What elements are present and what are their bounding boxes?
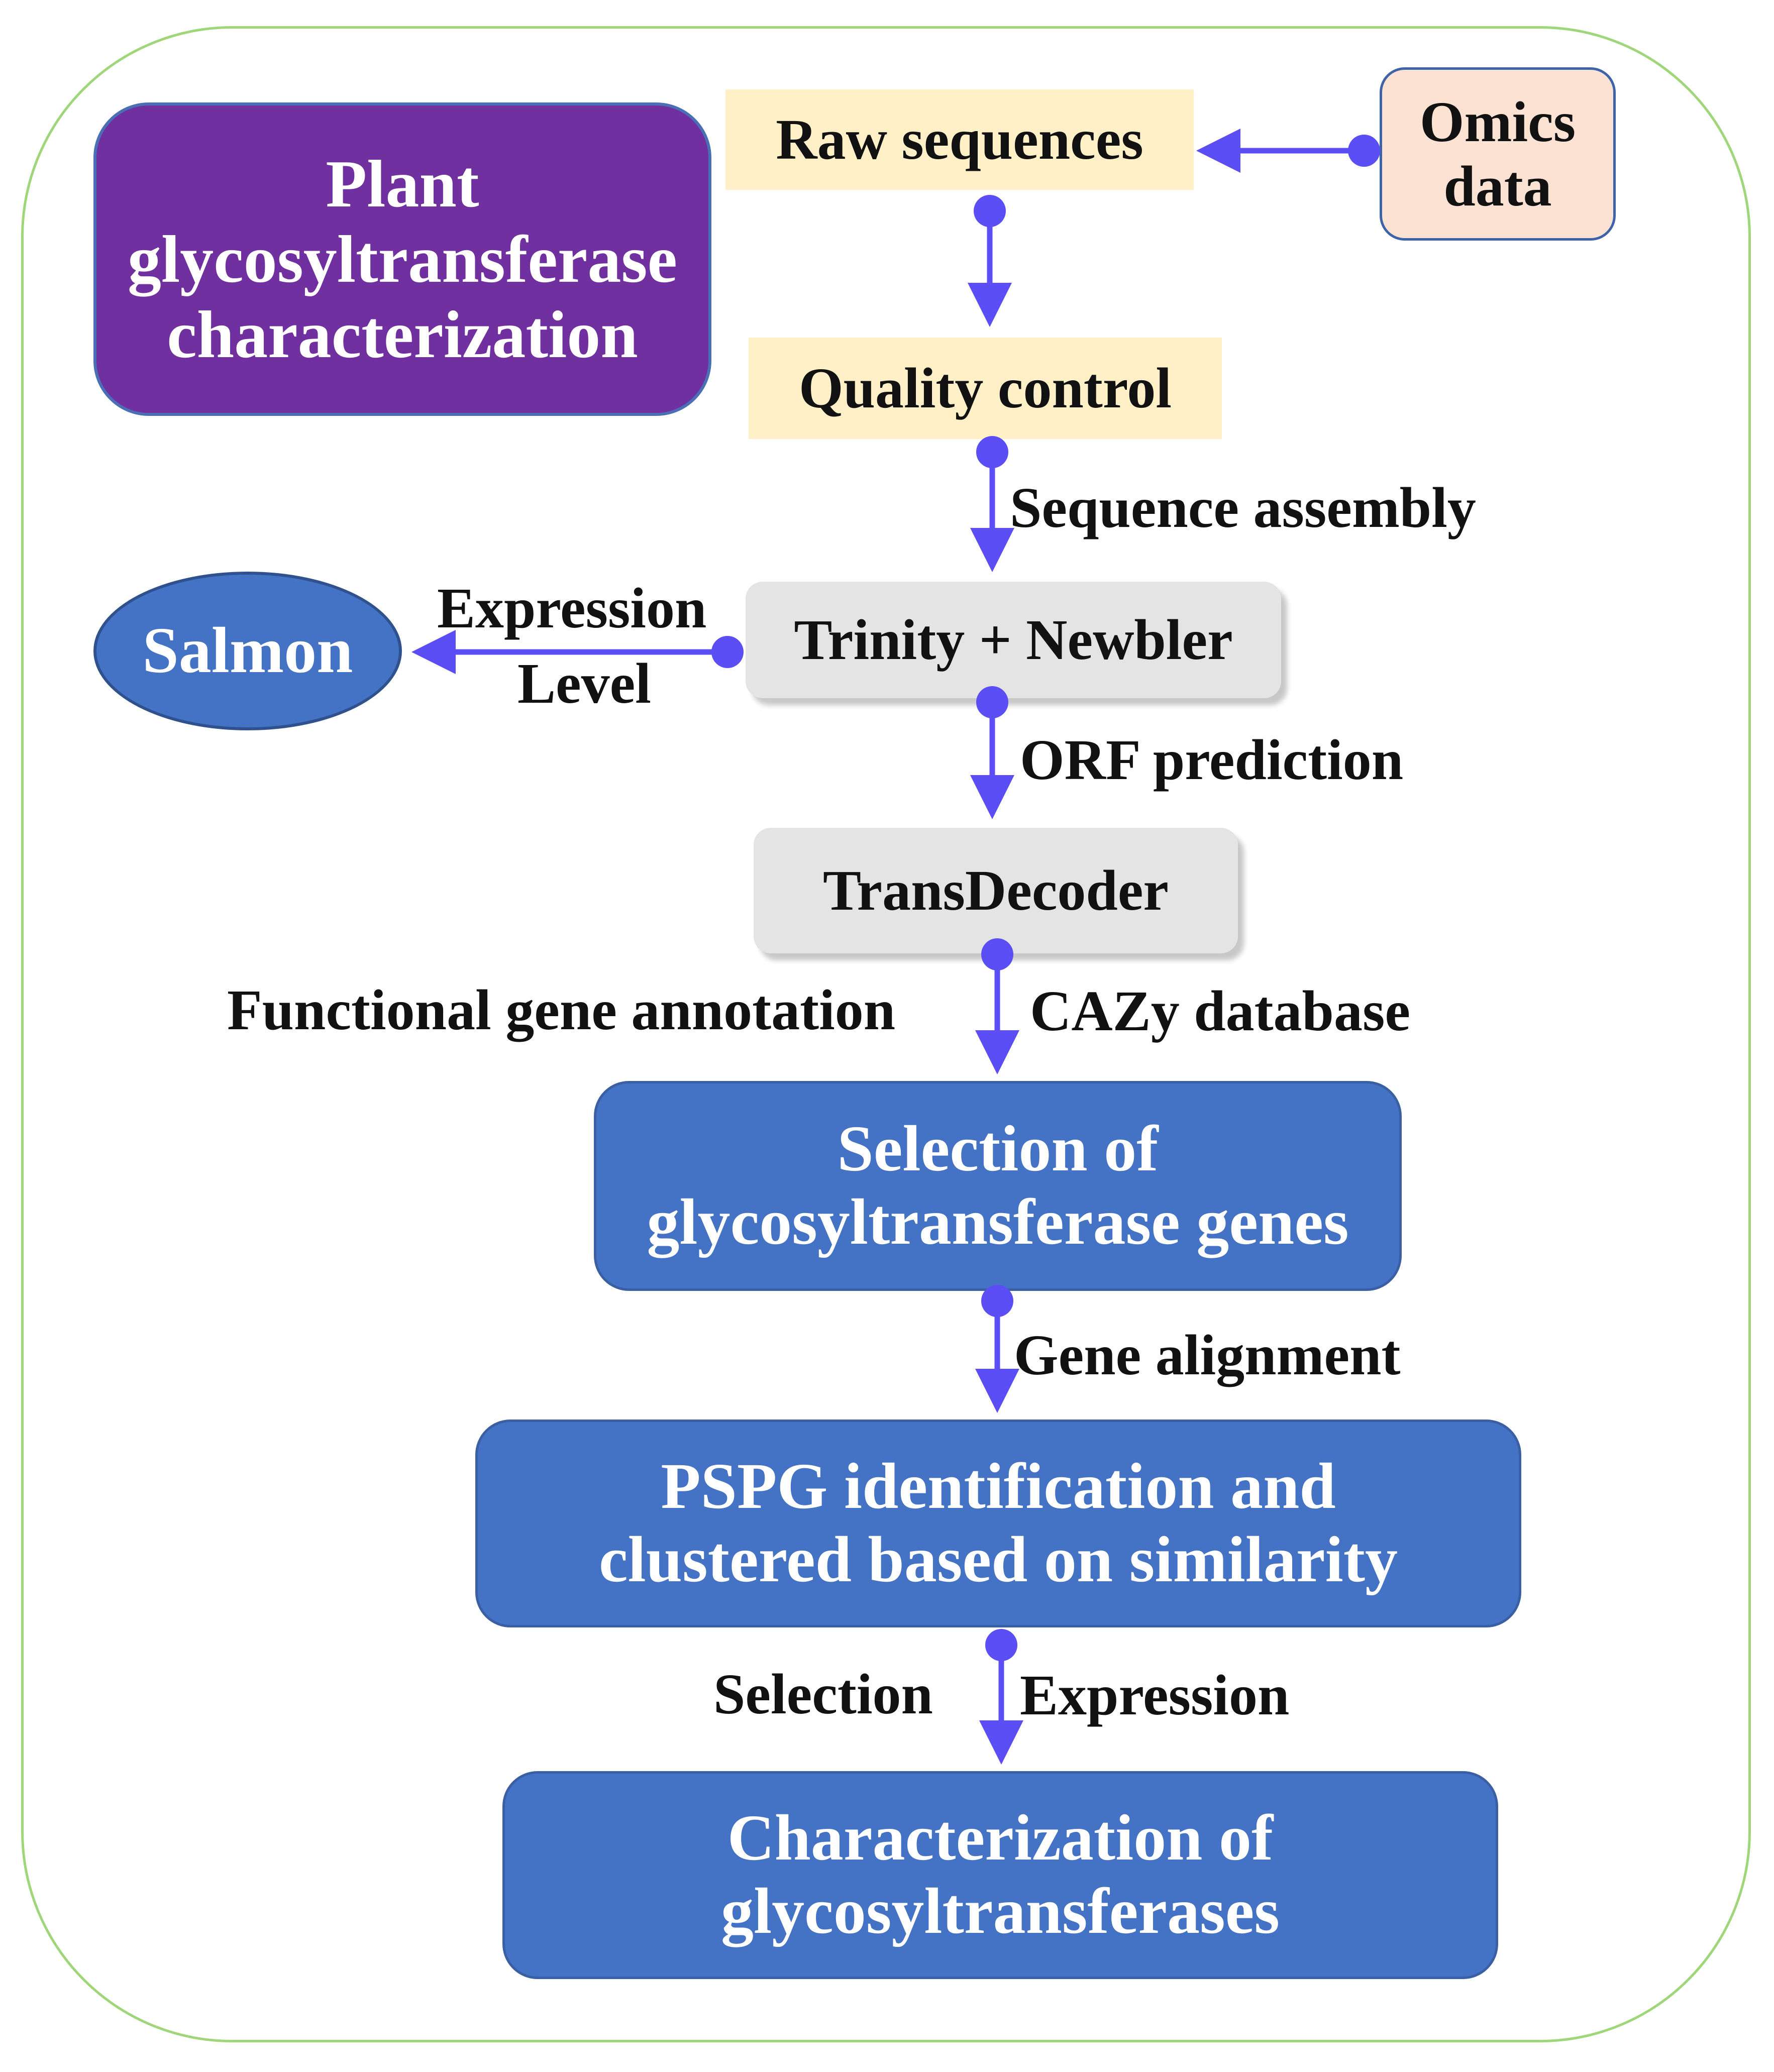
arrow-trinity-to-salmon-dot <box>711 636 744 668</box>
selection-genes-line-1: Selection of <box>837 1113 1159 1185</box>
edge-label-orf-prediction: ORF prediction <box>1020 728 1404 792</box>
arrow-selection-to-pspg-dot <box>981 1285 1013 1317</box>
salmon-label: Salmon <box>142 614 353 687</box>
raw-sequences-label: Raw sequences <box>776 107 1143 172</box>
title-line-1: Plant <box>326 146 479 221</box>
pspg-line-2: clustered based on similarity <box>598 1523 1398 1596</box>
edge-label-sequence-assembly: Sequence assembly <box>1010 476 1476 539</box>
pspg-node: PSPG identification and clustered based … <box>475 1420 1521 1627</box>
characterization-line-2: glycosyltransferases <box>721 1875 1280 1947</box>
edge-label-gene-alignment: Gene alignment <box>1014 1323 1401 1387</box>
arrow-pspg-to-characterization-dot <box>985 1629 1017 1661</box>
arrow-omics-to-raw-dot <box>1348 135 1380 167</box>
outer-frame <box>21 26 1751 2042</box>
title-line-2: glycosyltransferase <box>127 222 678 296</box>
edge-label-selection: Selection <box>713 1662 933 1726</box>
transdecoder-node: TransDecoder <box>754 828 1238 953</box>
edge-label-cazy-database: CAZy database <box>1030 979 1410 1043</box>
title-line-3: characterization <box>167 297 638 372</box>
raw-sequences-node: Raw sequences <box>725 89 1194 190</box>
edge-label-expression: Expression <box>437 576 707 640</box>
omics-line-1: Omics <box>1419 89 1576 154</box>
characterization-node: Characterization of glycosyltransferases <box>502 1771 1498 1979</box>
arrow-raw-to-qc-dot <box>974 195 1006 227</box>
title-box: Plant glycosyltransferase characterizati… <box>93 102 711 416</box>
edge-label-level: Level <box>517 651 651 715</box>
characterization-line-1: Characterization of <box>727 1802 1274 1875</box>
edge-label-expression-right: Expression <box>1020 1663 1290 1727</box>
salmon-node: Salmon <box>93 572 402 730</box>
trinity-newbler-label: Trinity + Newbler <box>794 608 1233 672</box>
omics-data-node: Omics data <box>1380 67 1616 241</box>
pspg-line-1: PSPG identification and <box>661 1450 1336 1523</box>
trinity-newbler-node: Trinity + Newbler <box>746 582 1281 698</box>
arrow-trinity-to-transdecoder-dot <box>976 686 1008 718</box>
edge-label-functional-annotation: Functional gene annotation <box>227 978 896 1042</box>
arrow-qc-to-trinity-dot <box>976 436 1008 468</box>
quality-control-label: Quality control <box>798 356 1172 420</box>
selection-genes-line-2: glycosyltransferase genes <box>647 1186 1349 1258</box>
transdecoder-label: TransDecoder <box>822 858 1169 923</box>
quality-control-node: Quality control <box>749 338 1222 439</box>
arrow-transdecoder-to-selection-dot <box>981 938 1013 970</box>
omics-line-2: data <box>1443 154 1552 218</box>
